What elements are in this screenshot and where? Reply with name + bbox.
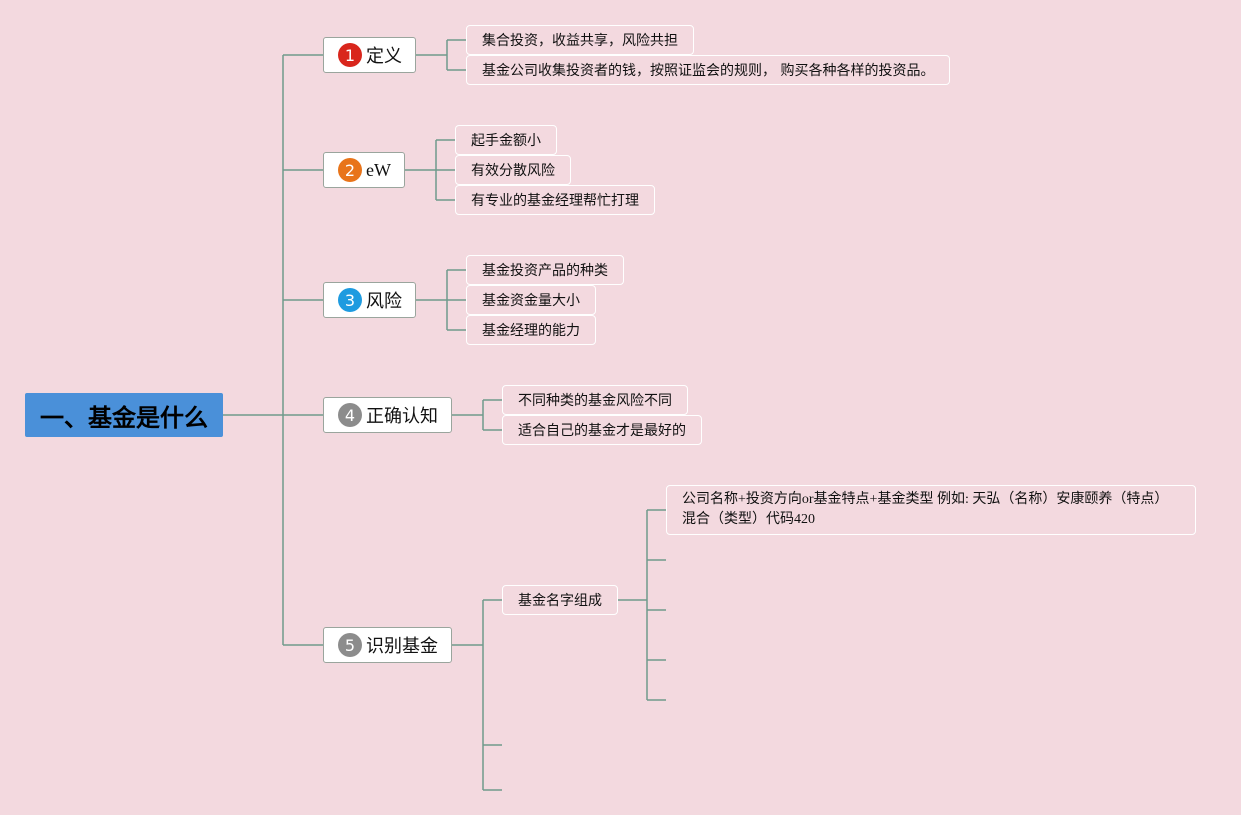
subtopic[interactable]: 基金投资产品的种类 bbox=[466, 255, 624, 285]
composition-line-2: 混合（类型）代码420 bbox=[682, 512, 815, 527]
subtopic-label: 基金公司收集投资者的钱，按照证监会的规则， 购买各种各样的投资品。 bbox=[482, 63, 935, 79]
composition-line-1: 公司名称+投资方向or基金特点+基金类型 例如: 天弘（名称）安康颐养（特点） bbox=[682, 492, 1169, 507]
subtopic[interactable]: 起手金额小 bbox=[455, 125, 557, 155]
topic-correct-understanding[interactable]: 4 正确认知 bbox=[323, 397, 452, 433]
root-label: 一、基金是什么 bbox=[40, 403, 208, 432]
topic-label: 定义 bbox=[366, 46, 402, 67]
subtopic[interactable]: 基金资金量大小 bbox=[466, 285, 596, 315]
root-topic[interactable]: 一、基金是什么 bbox=[25, 393, 223, 437]
topic-label: 风险 bbox=[366, 291, 402, 312]
subtopic-label: 起手金额小 bbox=[471, 133, 541, 149]
subtopic-label: 集合投资，收益共享，风险共担 bbox=[482, 33, 678, 49]
number-4-icon: 4 bbox=[338, 403, 362, 427]
subtopic[interactable]: 有效分散风险 bbox=[455, 155, 571, 185]
subtopic-label: 不同种类的基金风险不同 bbox=[518, 393, 672, 409]
topic-label: 识别基金 bbox=[366, 636, 438, 657]
subtopic-label: 有专业的基金经理帮忙打理 bbox=[471, 193, 639, 209]
topic-ew[interactable]: 2 eW bbox=[323, 152, 405, 188]
subtopic[interactable]: 集合投资，收益共享，风险共担 bbox=[466, 25, 694, 55]
number-1-icon: 1 bbox=[338, 43, 362, 67]
subtopic-fund-name[interactable]: 基金名字组成 bbox=[502, 585, 618, 615]
number-3-icon: 3 bbox=[338, 288, 362, 312]
number-5-icon: 5 bbox=[338, 633, 362, 657]
subtopic[interactable]: 有专业的基金经理帮忙打理 bbox=[455, 185, 655, 215]
topic-identify-fund[interactable]: 5 识别基金 bbox=[323, 627, 452, 663]
subtopic-name-composition[interactable]: 公司名称+投资方向or基金特点+基金类型 例如: 天弘（名称）安康颐养（特点） … bbox=[666, 485, 1196, 535]
topic-label: eW bbox=[366, 159, 391, 180]
subtopic-label: 有效分散风险 bbox=[471, 163, 555, 179]
topic-label: 正确认知 bbox=[366, 406, 438, 427]
number-2-icon: 2 bbox=[338, 158, 362, 182]
topic-risk[interactable]: 3 风险 bbox=[323, 282, 416, 318]
subtopic-label: 基金投资产品的种类 bbox=[482, 263, 608, 279]
subtopic[interactable]: 基金公司收集投资者的钱，按照证监会的规则， 购买各种各样的投资品。 bbox=[466, 55, 951, 85]
subtopic-label: 适合自己的基金才是最好的 bbox=[518, 423, 686, 439]
subtopic[interactable]: 不同种类的基金风险不同 bbox=[502, 385, 688, 415]
subtopic[interactable]: 基金经理的能力 bbox=[466, 315, 596, 345]
subtopic-label: 基金资金量大小 bbox=[482, 293, 580, 309]
subtopic[interactable]: 适合自己的基金才是最好的 bbox=[502, 415, 702, 445]
subtopic-label: 基金名字组成 bbox=[518, 593, 602, 609]
topic-definition[interactable]: 1 定义 bbox=[323, 37, 416, 73]
subtopic-label: 基金经理的能力 bbox=[482, 323, 580, 339]
